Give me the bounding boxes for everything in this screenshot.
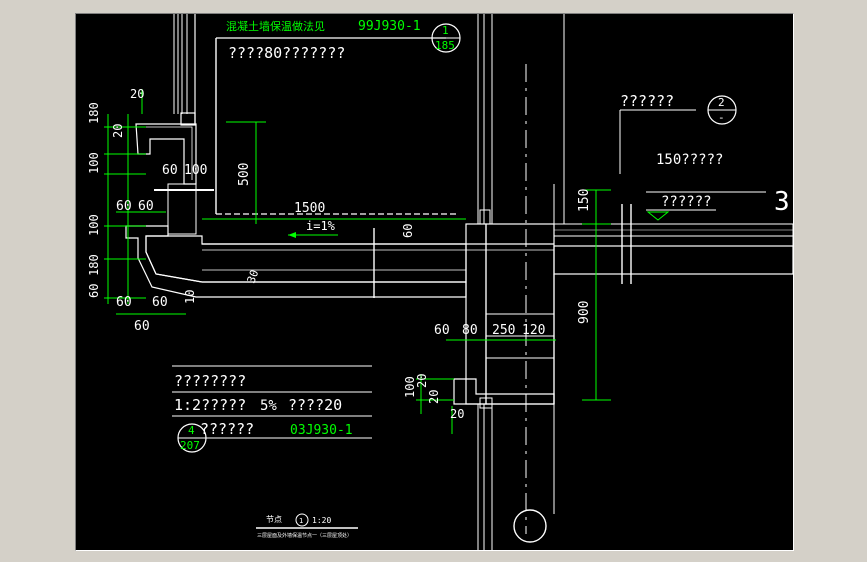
slab-sub-note: ?????? — [661, 194, 712, 210]
dim-500: 500 — [237, 163, 252, 186]
index-num-1: 1 — [442, 24, 449, 37]
dim-60-c: 60 — [116, 295, 132, 310]
dim-100-top: 100 — [184, 163, 207, 178]
top-note: 混凝土墙保温做法见 — [226, 19, 325, 33]
dim-20-b: 20 — [111, 124, 125, 138]
note-line-2c: ????20 — [288, 396, 342, 414]
dim-60-mid: 60 — [401, 224, 415, 238]
axis-label: 3 — [774, 187, 790, 217]
dim-60-top: 60 — [162, 163, 178, 178]
slope-label: i=1% — [306, 219, 336, 233]
dim-150: 150 — [577, 189, 592, 212]
dim-900: 900 — [577, 301, 592, 324]
index-sheet-2: - — [718, 111, 725, 124]
dim-100-low: 100 — [403, 376, 417, 398]
note-line-1: ???????? — [174, 372, 246, 390]
dim-20-low-c: 20 — [450, 407, 464, 421]
axis-bubble-icon — [513, 509, 547, 543]
upper-window-frame — [173, 14, 196, 126]
dim-left-100-b: 100 — [87, 214, 101, 236]
title-circle-icon — [295, 513, 309, 527]
dim-left-60: 60 — [87, 284, 101, 298]
dim-left-20: 20 — [130, 87, 144, 101]
dim-120: 120 — [522, 323, 545, 338]
cad-viewport[interactable]: 混凝土墙保温做法见 99J930-1 1 185 ????80??????? ?… — [75, 13, 794, 551]
dim-60-d: 60 — [152, 295, 168, 310]
index-num-4: 4 — [188, 424, 195, 437]
top-note-code: 99J930-1 — [358, 19, 421, 34]
title-num: 1 — [299, 517, 303, 525]
dim-10: 10 — [183, 290, 197, 304]
dim-60-low: 60 — [434, 323, 450, 338]
dimension-lines — [104, 89, 766, 434]
dim-80: 80 — [462, 323, 478, 338]
dim-60-b: 60 — [138, 199, 154, 214]
cad-drawing: 混凝土墙保温做法见 99J930-1 1 185 ????80??????? ?… — [87, 14, 793, 550]
dim-20-low-b: 20 — [427, 390, 441, 404]
title-name: 节点 — [266, 515, 282, 524]
note-line-2b: 5% — [260, 398, 277, 414]
note-line-2a: 1:2????? — [174, 396, 246, 414]
dim-left-180-b: 180 — [87, 254, 101, 276]
floor-slab — [553, 14, 793, 514]
note-line-3-code: 03J930-1 — [290, 423, 353, 438]
dim-20-low-a: 20 — [415, 374, 429, 388]
title-subtitle: 三层屋面及外墙保温节点一（三层屋顶处） — [257, 532, 352, 539]
central-wall — [453, 14, 555, 550]
index-sheet-4: 207 — [180, 439, 200, 452]
dim-250: 250 — [492, 323, 515, 338]
dim-left-180: 180 — [87, 102, 101, 124]
dim-1500: 1500 — [294, 201, 325, 216]
right-note: ?????? — [620, 92, 674, 110]
dim-30: 30 — [245, 268, 262, 285]
index-num-2: 2 — [718, 96, 725, 109]
drawing-title: 节点 1 1:20 三层屋面及外墙保温节点一（三层屋顶处） — [256, 513, 358, 539]
dim-60-e: 60 — [134, 319, 150, 334]
note-line-3: ?????? — [200, 420, 254, 438]
index-sheet-1: 185 — [435, 39, 455, 52]
dim-60-a: 60 — [116, 199, 132, 214]
top-sub-note: ????80??????? — [228, 44, 345, 62]
dim-left-100-a: 100 — [87, 152, 101, 174]
slab-note: 150????? — [656, 152, 723, 168]
roof-overhang — [125, 225, 554, 298]
title-scale: 1:20 — [312, 516, 331, 525]
material-note-block: ???????? 1:2????? 5% ????20 ?????? 03J93… — [172, 365, 372, 453]
